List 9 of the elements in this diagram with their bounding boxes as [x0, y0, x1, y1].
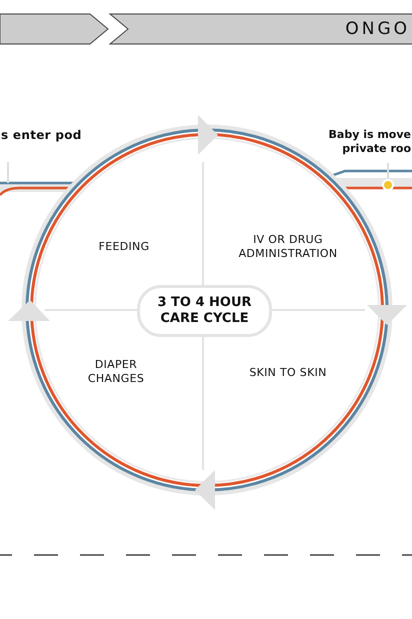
- activity-label: FEEDING: [98, 240, 150, 254]
- section-heading: ONGO: [345, 19, 410, 39]
- activity-label: SKIN TO SKIN: [248, 366, 328, 380]
- cycle-title: 3 TO 4 HOUR CARE CYCLE: [156, 295, 253, 327]
- event-label: s enter pod: [1, 128, 82, 142]
- cycle-label-pill: [137, 285, 272, 337]
- activity-label: DIAPER CHANGES: [86, 358, 146, 386]
- activity-label: IV OR DRUG ADMINISTRATION: [238, 233, 338, 261]
- event-label: Baby is move private roo: [328, 128, 411, 156]
